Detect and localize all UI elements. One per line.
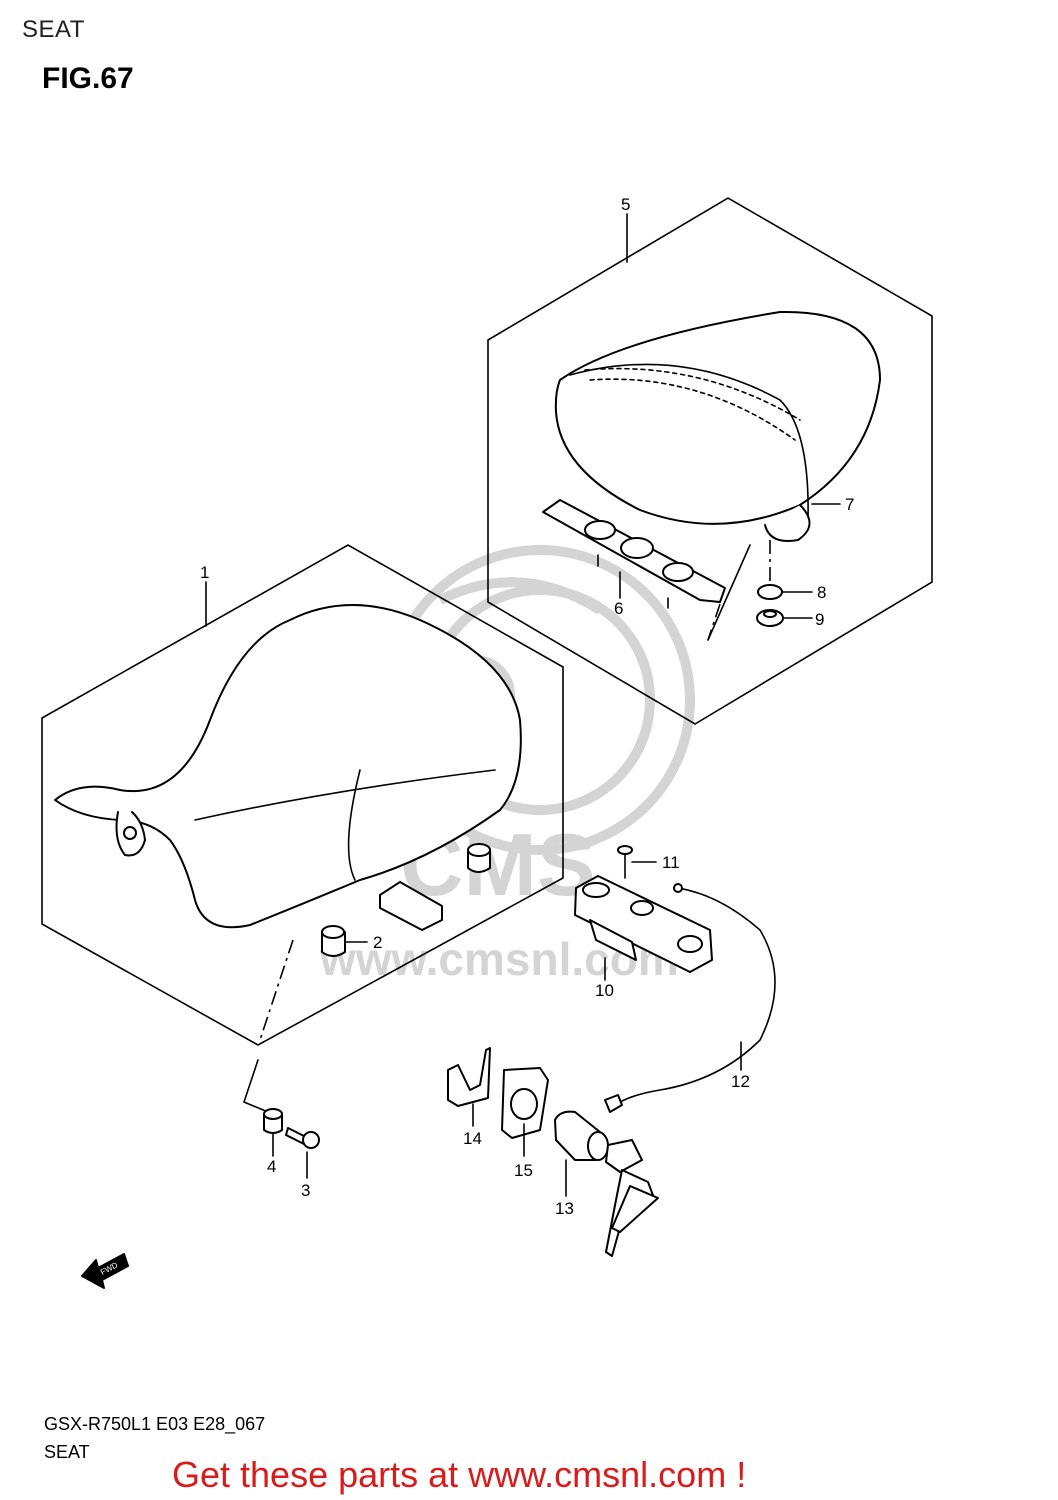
rear-seat-bracket	[542, 499, 726, 609]
seat-bolt	[285, 1127, 320, 1149]
cta-link[interactable]: Get these parts at www.cmsnl.com !	[172, 1454, 747, 1495]
callout-11: 11	[662, 853, 680, 872]
seat-collar	[263, 1108, 283, 1134]
callout-9: 9	[815, 610, 824, 629]
callout-14: 14	[463, 1129, 482, 1148]
rear-seat-nut	[756, 609, 784, 627]
callout-15: 15	[514, 1161, 533, 1180]
rear-seat-washer	[757, 584, 783, 600]
callout-5: 5	[621, 195, 630, 214]
callout-10: 10	[595, 981, 614, 1000]
callout-13: 13	[555, 1199, 574, 1218]
callout-8: 8	[817, 583, 826, 602]
callout-2: 2	[373, 933, 382, 952]
seat-lock-plate	[501, 1067, 549, 1139]
forward-arrow-icon: FWD	[81, 1253, 129, 1289]
seat-lock-set	[554, 1110, 659, 1257]
seat-lock-bracket	[574, 875, 713, 973]
callout-6: 6	[614, 599, 623, 618]
section-header: SEAT	[22, 16, 85, 43]
callout-1: 1	[200, 563, 209, 582]
callout-12: 12	[731, 1072, 750, 1091]
seat-lock-cable	[604, 883, 776, 1113]
callout-3: 3	[301, 1181, 310, 1200]
lock-cable-clip	[447, 1047, 491, 1107]
model-code: GSX-R750L1 E03 E28_067	[44, 1414, 266, 1434]
lock-bracket-screw	[617, 845, 633, 879]
footer-section-name: SEAT	[44, 1442, 90, 1462]
front-seat	[54, 604, 522, 929]
callout-4: 4	[267, 1157, 276, 1176]
front-seat-assembly-box	[41, 544, 564, 1046]
rear-seat-cushion	[554, 310, 881, 542]
callout-7: 7	[845, 495, 854, 514]
seat-cushion-rubber	[321, 843, 491, 957]
figure-title: FIG.67	[42, 62, 134, 95]
rear-seat-assembly-box	[487, 197, 933, 725]
